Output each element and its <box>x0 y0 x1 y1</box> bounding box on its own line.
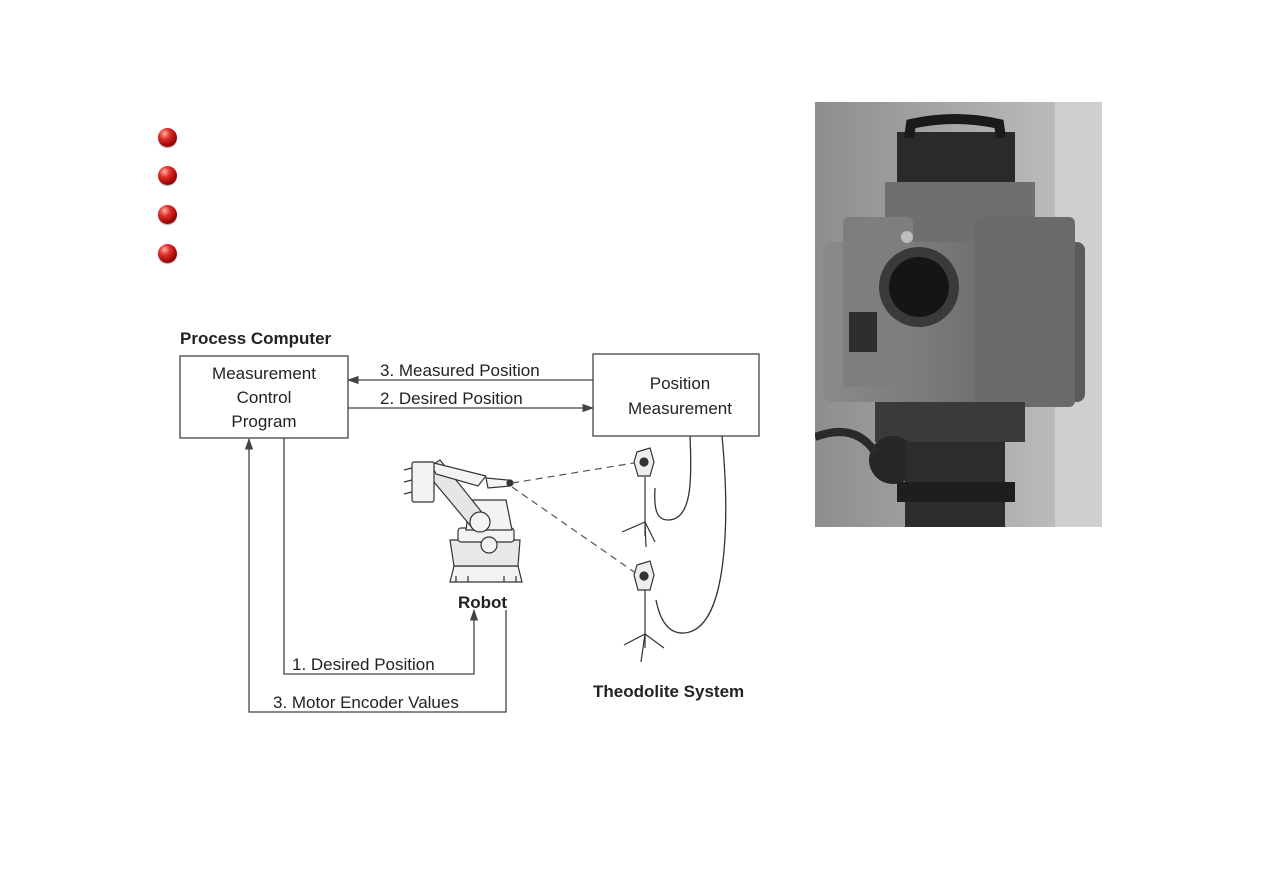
control-box-line-2: Control <box>237 388 292 407</box>
bullet-item <box>158 118 189 157</box>
red-sphere-bullet-icon <box>158 127 177 147</box>
position-box-line-1: Position <box>650 374 710 393</box>
robot-label: Robot <box>458 593 507 612</box>
position-box-line-2: Measurement <box>628 399 732 418</box>
cable-top <box>654 435 692 521</box>
position-measurement-box <box>592 353 760 437</box>
theodolite-photo <box>815 102 1102 527</box>
red-sphere-bullet-icon <box>158 204 177 224</box>
arrow-desired-position-bottom <box>283 438 479 675</box>
bullet-item <box>158 195 189 234</box>
cable-bottom <box>655 435 727 634</box>
label-desired-position-bottom: 1. Desired Position <box>292 655 435 674</box>
bullet-item <box>158 234 189 273</box>
red-sphere-bullet-icon <box>158 243 177 263</box>
sight-line-bottom <box>511 486 641 577</box>
measurement-control-box <box>179 355 349 439</box>
label-motor-encoder: 3. Motor Encoder Values <box>273 693 459 712</box>
theodolite-system-label: Theodolite System <box>593 682 744 701</box>
bullet-item <box>158 157 189 196</box>
theodolite-bottom-icon <box>623 560 665 663</box>
arrow-motor-encoder <box>244 437 507 713</box>
red-sphere-bullet-icon <box>158 166 177 186</box>
label-desired-position-top: 2. Desired Position <box>380 389 523 408</box>
process-computer-label: Process Computer <box>180 329 332 348</box>
control-box-line-3: Program <box>231 412 296 431</box>
control-box-line-1: Measurement <box>212 364 316 383</box>
theodolite-top-icon <box>621 447 656 548</box>
sight-line-top <box>511 461 641 484</box>
label-measured-position: 3. Measured Position <box>380 361 540 380</box>
robot-arm-icon <box>403 459 523 583</box>
bullet-list <box>158 118 189 272</box>
